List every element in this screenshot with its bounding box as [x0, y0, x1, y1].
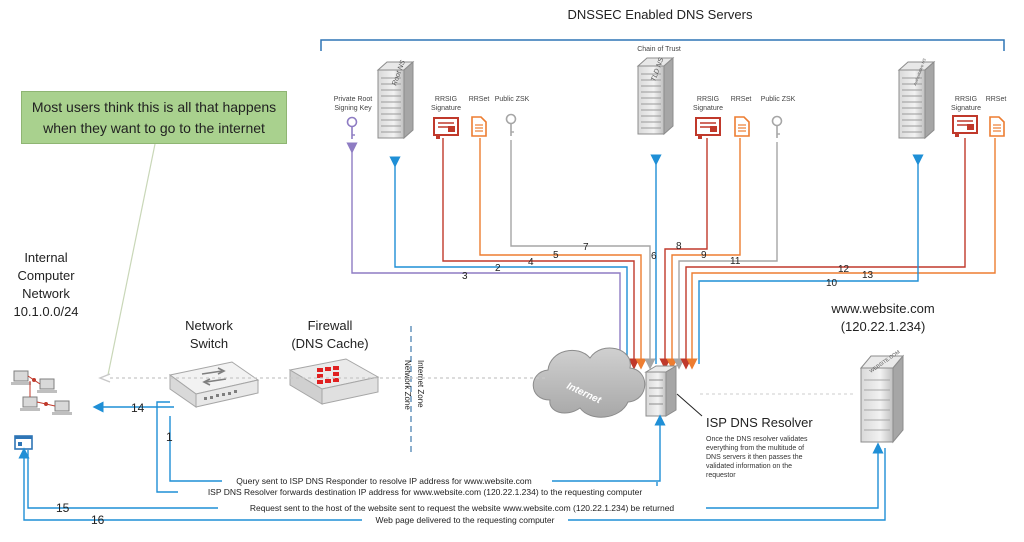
- website-label-2: (120.22.1.234): [841, 319, 926, 334]
- isp-dns-resolver-server: [644, 365, 678, 417]
- flow-line-13: [686, 138, 996, 370]
- step-15: 15: [56, 501, 70, 515]
- private-key-icon: [346, 116, 358, 139]
- flow-line-8: [659, 138, 708, 370]
- auth-rrset-label: RRSet: [986, 96, 1007, 103]
- network-switch-icon: [168, 361, 260, 408]
- tld-rrsig-icon: [695, 117, 721, 140]
- auth-rrsig-label-1: RRSIG: [955, 96, 977, 103]
- isp-resolver-leader: [676, 393, 703, 417]
- flow-line-12: [680, 138, 966, 370]
- root-rrsig-label-2: Signature: [431, 105, 461, 112]
- step-9: 9: [701, 250, 707, 261]
- internal-network-line-3: Network: [22, 286, 70, 301]
- isp-resolver-desc-1: Once the DNS resolver validates: [706, 436, 808, 443]
- internet-zone-label: Internet Zone: [416, 360, 425, 408]
- step-5: 5: [553, 250, 559, 261]
- flow-line-4: [442, 138, 640, 370]
- isp-resolver-title: ISP DNS Resolver: [706, 415, 813, 430]
- flow-line-2: [389, 156, 633, 370]
- step-10: 10: [826, 278, 838, 289]
- private-key-label-2: Signing Key: [334, 105, 372, 112]
- step-8: 8: [676, 241, 682, 252]
- root-zsk-label: Public ZSK: [495, 96, 530, 103]
- flow-line-3: [346, 142, 626, 370]
- step-4: 4: [528, 257, 534, 268]
- tld-rrsig-label-2: Signature: [693, 105, 723, 112]
- step-3: 3: [462, 271, 468, 282]
- isp-resolver-desc-2: everything from the multitude of: [706, 445, 804, 452]
- root-zsk-icon: [505, 113, 517, 136]
- step-1: 1: [166, 430, 173, 444]
- root-rrset-label: RRSet: [469, 96, 490, 103]
- root-rrsig-label-1: RRSIG: [435, 96, 457, 103]
- internet-cloud-icon: Internet: [532, 347, 646, 418]
- auth-rrset-icon: [989, 116, 1005, 137]
- callout-leader: [107, 143, 156, 376]
- computers-icon: [11, 370, 72, 415]
- internal-network-line-2: Computer: [17, 268, 75, 283]
- step-12: 12: [838, 264, 850, 275]
- network-switch-label-1: Network: [185, 318, 233, 333]
- dnssec-flow-lines: [346, 138, 996, 370]
- user-assumption-callout: Most users think this is all that happen…: [21, 91, 287, 144]
- flow-line-5: [479, 138, 647, 370]
- browser-window-icon: [14, 435, 33, 450]
- step-14: 14: [131, 401, 145, 415]
- root-rrset-icon: [471, 116, 487, 137]
- internal-network-line-4: 10.1.0.0/24: [13, 304, 78, 319]
- website-label-1: www.website.com: [830, 301, 934, 316]
- auth-rrsig-label-2: Signature: [951, 105, 981, 112]
- root-rrsig-icon: [433, 117, 459, 140]
- flow-line-11: [673, 142, 778, 370]
- isp-resolver-desc-4: validated information on the: [706, 463, 792, 470]
- firewall-label-1: Firewall: [308, 318, 353, 333]
- tld-zsk-icon: [771, 115, 783, 138]
- diagram-title: DNSSEC Enabled DNS Servers: [568, 7, 753, 22]
- step-6: 6: [651, 251, 657, 262]
- dns-servers-bracket: [320, 39, 1005, 51]
- flow-forward-label: ISP DNS Resolver forwards destination IP…: [208, 487, 643, 497]
- step-2: 2: [495, 263, 501, 274]
- root-server: Root NS: [377, 59, 414, 139]
- step-7: 7: [583, 242, 589, 253]
- network-zone-label: Network Zone: [403, 360, 412, 410]
- callout-line-1: Most users think this is all that happen…: [31, 98, 277, 115]
- tld-rrset-icon: [734, 116, 750, 137]
- tld-server: TLD NS: [637, 57, 674, 135]
- website-server: WEBSITE.COM: [859, 349, 905, 444]
- internal-network-line-1: Internal: [24, 250, 67, 265]
- tld-rrsig-label-1: RRSIG: [697, 96, 719, 103]
- authoritative-server: Authoritative NS: [898, 57, 935, 139]
- step-13: 13: [862, 270, 874, 281]
- isp-resolver-desc-5: requestor: [706, 472, 736, 479]
- step-16: 16: [91, 513, 105, 527]
- flow-line-9: [666, 138, 741, 370]
- flow-request-label: Request sent to the host of the website …: [250, 503, 675, 513]
- callout-line-2: when they want to go to the internet: [43, 119, 265, 136]
- private-key-label-1: Private Root: [334, 96, 373, 103]
- flow-line-query: [169, 414, 666, 482]
- tld-rrset-label: RRSet: [731, 96, 752, 103]
- firewall-icon: [288, 358, 380, 405]
- flow-line-7: [510, 140, 656, 370]
- dotted-arrow-head: [98, 373, 111, 383]
- tld-zsk-label: Public ZSK: [761, 96, 796, 103]
- flow-line-10: [698, 154, 924, 364]
- isp-resolver-desc-3: DNS servers it then passes the: [706, 454, 803, 461]
- firewall-label-2: (DNS Cache): [291, 336, 368, 351]
- auth-rrsig-icon: [952, 115, 978, 138]
- step-11: 11: [730, 256, 741, 267]
- network-switch-label-2: Switch: [190, 336, 228, 351]
- chain-of-trust-label: Chain of Trust: [637, 46, 681, 53]
- flow-query-label: Query sent to ISP DNS Responder to resol…: [236, 476, 531, 486]
- flow-deliver-label: Web page delivered to the requesting com…: [376, 515, 555, 525]
